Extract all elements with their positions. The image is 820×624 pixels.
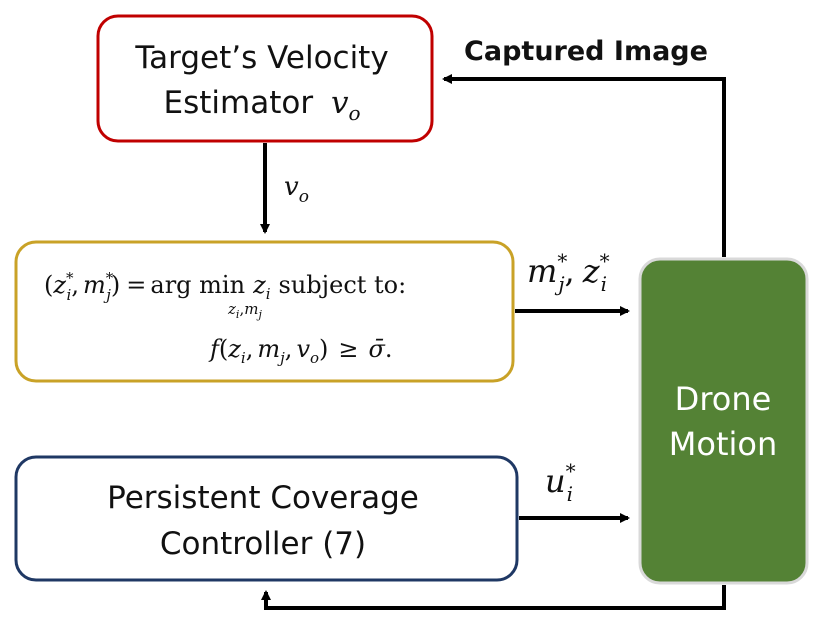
velocity-estimator-block: Target’s Velocity Estimator vo xyxy=(96,14,434,143)
coverage-controller-box xyxy=(14,455,519,582)
coverage-controller-block: Persistent Coverage Controller (7) xyxy=(14,455,519,582)
controller-title-line1: Persistent Coverage xyxy=(107,480,419,516)
assignment-label: m*j,z*i xyxy=(527,249,610,296)
controller-title-line2: Controller (7) xyxy=(160,526,366,562)
svg-text:Target’s Velocity: Target’s Velocity xyxy=(134,40,388,76)
feedback-arrow xyxy=(261,585,726,610)
captured-image-label: Captured Image xyxy=(464,36,708,67)
velocity-estimator-box xyxy=(96,14,434,143)
argmin-subscript: zi,mj xyxy=(227,300,262,321)
svg-text:Controller (7): Controller (7) xyxy=(160,526,366,562)
estimator-title-line2: Estimator xyxy=(164,85,314,121)
svg-text:Captured Image: Captured Image xyxy=(464,36,708,67)
assignment-optimizer-box xyxy=(14,240,515,383)
drone-title-line1: Drone xyxy=(675,380,772,418)
drone-title-line2: Motion xyxy=(669,425,777,463)
svg-text:Motion: Motion xyxy=(669,425,777,463)
velocity-label: vo xyxy=(284,172,309,207)
svg-text:Drone: Drone xyxy=(675,380,772,418)
svg-text:Persistent Coverage: Persistent Coverage xyxy=(107,480,419,516)
svg-text:Estimator vo: Estimator vo xyxy=(164,85,361,125)
drone-motion-block: Drone Motion xyxy=(638,257,809,585)
drone-motion-box xyxy=(638,257,809,585)
optimization-constraint: f(zi,mj,vo)≥σ̄. xyxy=(208,335,393,367)
control-label: u*i xyxy=(545,459,576,506)
estimator-symbol-subscript: o xyxy=(348,101,360,125)
estimator-title-line1: Target’s Velocity xyxy=(134,40,388,76)
estimator-symbol: v xyxy=(331,85,349,121)
captured-image-arrow xyxy=(442,74,726,257)
